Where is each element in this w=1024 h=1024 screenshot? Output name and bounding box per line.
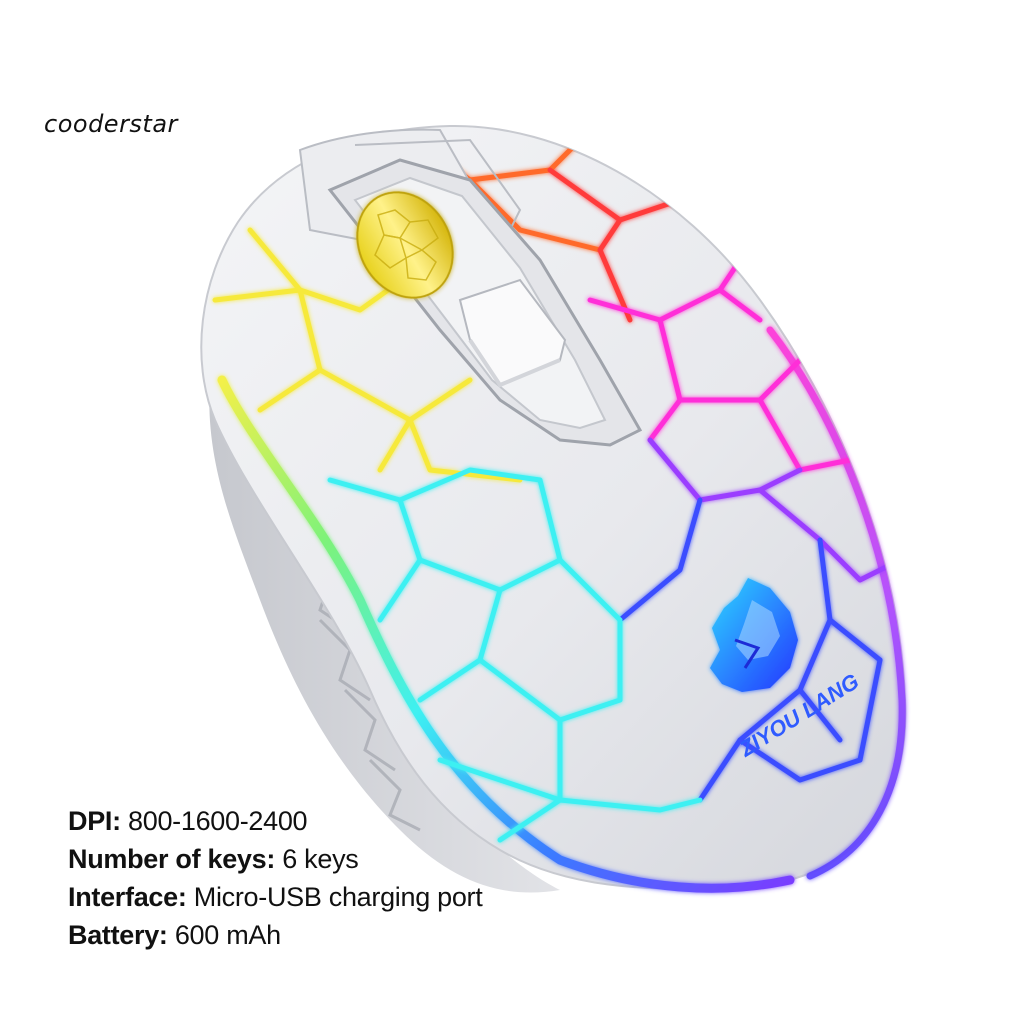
rgb-rim-left bbox=[217, 375, 795, 893]
spec-row-interface: Interface: Micro-USB charging port bbox=[68, 878, 483, 916]
spec-row-dpi: DPI: 800-1600-2400 bbox=[68, 802, 482, 840]
spec-row-battery: Battery: 600 mAh bbox=[68, 916, 482, 954]
brand-name: cooderstar bbox=[44, 110, 178, 138]
spec-value: 600 mAh bbox=[174, 920, 281, 950]
spec-label: Battery: bbox=[68, 920, 175, 950]
rgb-rim-right bbox=[766, 326, 906, 880]
spec-label: Interface: bbox=[68, 882, 194, 912]
spec-value: Micro-USB charging port bbox=[193, 882, 483, 912]
spec-label: DPI: bbox=[68, 806, 129, 836]
spec-value: 800-1600-2400 bbox=[128, 806, 308, 836]
scroll-wheel bbox=[356, 191, 454, 299]
spec-label: Number of keys: bbox=[68, 844, 283, 874]
spec-list: DPI: 800-1600-2400 Number of keys: 6 key… bbox=[68, 802, 483, 954]
dpi-button bbox=[458, 278, 567, 388]
spec-value: 6 keys bbox=[282, 844, 359, 874]
spec-row-keys: Number of keys: 6 keys bbox=[68, 840, 482, 878]
